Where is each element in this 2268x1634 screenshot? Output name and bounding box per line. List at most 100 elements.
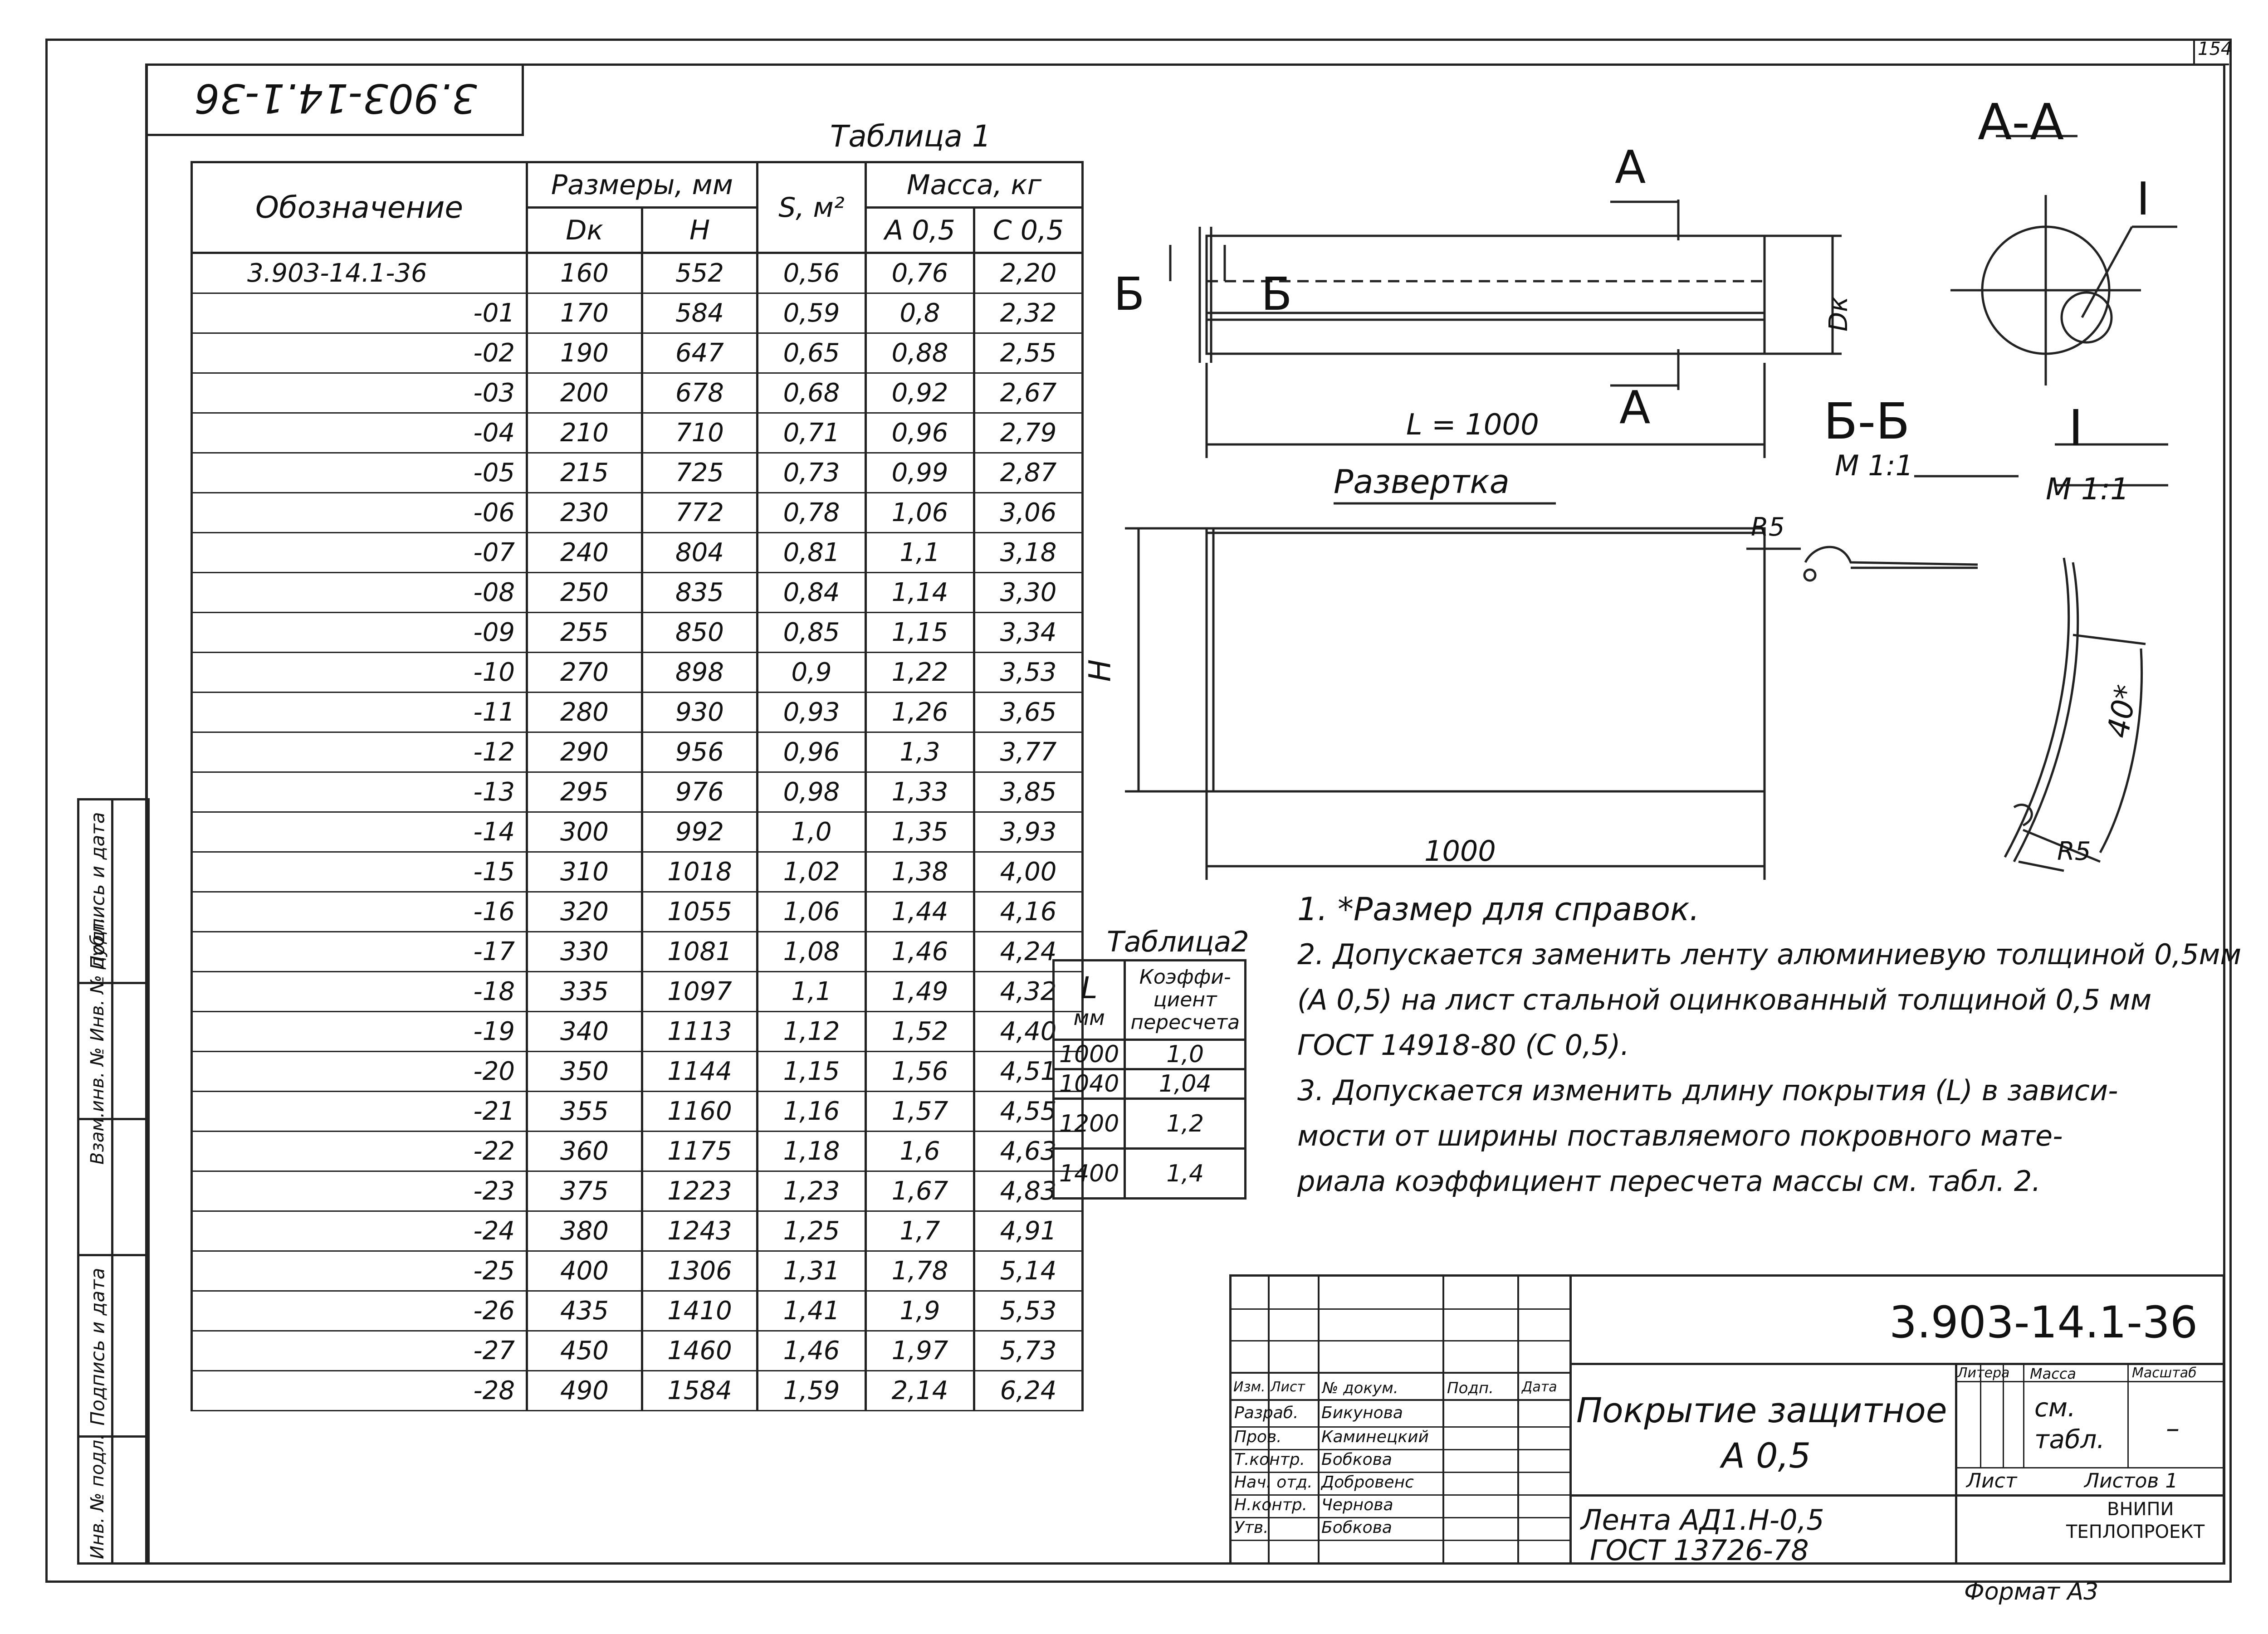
cell-mass-a05: 1,3 — [865, 732, 975, 773]
stamp-h-masshtab: Масштаб — [2132, 1365, 2197, 1381]
cell-designation: -08 — [191, 572, 528, 613]
cell-dk: 215 — [526, 453, 643, 493]
header-dimensions: Размеры, мм — [526, 161, 758, 209]
cell-mass-c05: 3,06 — [973, 493, 1084, 533]
cell-mass-c05: 3,18 — [973, 532, 1084, 573]
cell-mass-a05: 0,88 — [865, 333, 975, 374]
label-detail-i: I — [2068, 399, 2083, 457]
cell-mass-a05: 1,9 — [865, 1291, 975, 1332]
cell-mass-a05: 1,22 — [865, 652, 975, 693]
stamp-material-1: Лента АД1.Н-0,5 — [1581, 1503, 1824, 1536]
cell-dk: 375 — [526, 1171, 643, 1212]
label-r5-top: R5 — [1751, 512, 1785, 542]
label-height: H — [1082, 659, 1118, 682]
cell-h: 1460 — [641, 1331, 758, 1371]
cell-mass-c05: 4,00 — [973, 852, 1084, 893]
cell-h: 584 — [641, 293, 758, 334]
cell-area: 1,15 — [756, 1051, 867, 1092]
cell-area: 1,1 — [756, 971, 867, 1012]
cell-mass-a05: 1,7 — [865, 1211, 975, 1252]
cell-h: 1144 — [641, 1051, 758, 1092]
header-dk: Dк — [526, 206, 643, 254]
cell-designation: -15 — [191, 852, 528, 893]
cell-dk: 200 — [526, 373, 643, 414]
stamp-h-podp: Подп. — [1447, 1379, 1494, 1397]
cell-designation: -05 — [191, 453, 528, 493]
cell-area: 0,81 — [756, 532, 867, 573]
cell-mass-c05: 2,32 — [973, 293, 1084, 334]
table1: Обозначение Размеры, мм S, м² Масса, кг … — [191, 161, 1084, 1411]
cell-mass-c05: 2,87 — [973, 453, 1084, 493]
cell-designation: -03 — [191, 373, 528, 414]
stamp-org-2: ТЕПЛОПРОЕКТ — [2066, 1522, 2205, 1542]
note-3b: мости от ширины поставляемого покровного… — [1297, 1119, 2063, 1152]
cell-designation: -25 — [191, 1251, 528, 1292]
cell-designation: -18 — [191, 971, 528, 1012]
cell-h: 1175 — [641, 1131, 758, 1172]
cell-mass-a05: 1,06 — [865, 493, 975, 533]
cell-area: 1,12 — [756, 1011, 867, 1052]
cell-h: 1584 — [641, 1371, 758, 1411]
cell-dk: 230 — [526, 493, 643, 533]
label-length: L = 1000 — [1406, 408, 1539, 442]
cell-designation: -09 — [191, 612, 528, 653]
label-a-bottom: А — [1619, 381, 1651, 434]
label-scale-bb: М 1:1 — [1835, 449, 1913, 482]
cell-designation: -13 — [191, 772, 528, 813]
label-dk: Dк — [1823, 297, 1853, 332]
cell-length: 1400 — [1052, 1147, 1126, 1200]
stamp-h-ndoc: № докум. — [1322, 1379, 1398, 1397]
cell-area: 1,18 — [756, 1131, 867, 1172]
cell-area: 0,65 — [756, 333, 867, 374]
rotated-doc-code: 3.903-14.1-36 — [194, 75, 477, 122]
cell-area: 0,73 — [756, 453, 867, 493]
cell-mass-c05: 3,65 — [973, 692, 1084, 733]
stamp-name: Каминецкий — [1321, 1428, 1429, 1446]
sheet-number-box: 154 — [2193, 39, 2232, 65]
cell-designation: -07 — [191, 532, 528, 573]
cell-mass-a05: 1,38 — [865, 852, 975, 893]
stamp-h-data: Дата — [1522, 1379, 1557, 1395]
cell-mass-a05: 1,67 — [865, 1171, 975, 1212]
inner-frame — [145, 63, 2225, 1565]
stamp-h-sheet: Лист — [1966, 1469, 2017, 1493]
stamp-massa-value: см. табл. — [2034, 1393, 2105, 1454]
table2-caption: Таблица2 — [1107, 925, 1249, 958]
label-r5-bottom: R5 — [2057, 837, 2091, 866]
cell-h: 976 — [641, 772, 758, 813]
cell-mass-a05: 1,49 — [865, 971, 975, 1012]
cell-h: 804 — [641, 532, 758, 573]
cell-h: 992 — [641, 812, 758, 853]
cell-mass-c05: 2,20 — [973, 253, 1084, 294]
stamp-org-1: ВНИПИ — [2107, 1499, 2174, 1520]
cell-dk: 295 — [526, 772, 643, 813]
stamp-role: Пров. — [1234, 1428, 1282, 1446]
cell-h: 1243 — [641, 1211, 758, 1252]
cell-dk: 355 — [526, 1091, 643, 1132]
cell-area: 0,96 — [756, 732, 867, 773]
cell-h: 678 — [641, 373, 758, 414]
note-1: 1. *Размер для справок. — [1297, 891, 1700, 928]
cell-mass-c05: 4,91 — [973, 1211, 1084, 1252]
cell-dk: 335 — [526, 971, 643, 1012]
header-mass: Масса, кг — [865, 161, 1084, 209]
cell-length: 1040 — [1052, 1068, 1126, 1100]
cell-designation: -28 — [191, 1371, 528, 1411]
header-h: H — [641, 206, 758, 254]
